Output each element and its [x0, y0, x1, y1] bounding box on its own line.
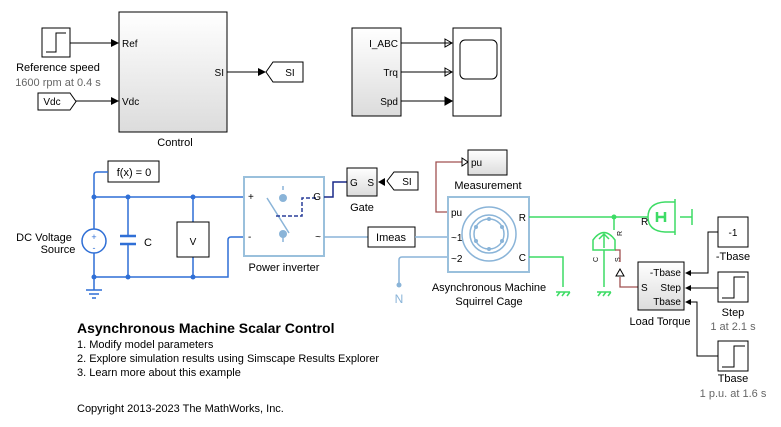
svg-text:Vdc: Vdc — [43, 97, 60, 108]
control-label: Control — [157, 137, 192, 149]
si-from-tag[interactable]: SI — [386, 171, 419, 191]
load-torque-block[interactable]: S -Tbase Step Tbase — [637, 261, 685, 311]
neutral-icon: N — [395, 292, 404, 306]
model-title: Asynchronous Machine Scalar Control — [77, 320, 335, 336]
svg-text:G: G — [313, 192, 321, 203]
ground-icon — [86, 289, 102, 299]
tbase-param: 1 p.u. at 1.6 s — [700, 388, 767, 400]
svg-text:+: + — [248, 192, 254, 203]
vdc-from-tag[interactable]: Vdc — [37, 92, 77, 111]
model-notes: Asynchronous Machine Scalar Control 1. M… — [77, 320, 379, 416]
load-torque-label: Load Torque — [630, 316, 691, 328]
copyright: Copyright 2013-2023 The MathWorks, Inc. — [77, 403, 284, 415]
load-input-signals[interactable] — [691, 231, 718, 357]
svg-text:pu: pu — [451, 208, 462, 219]
port-i-abc: I_ABC — [369, 39, 398, 50]
asynchronous-machine-block[interactable]: pu ~1 ~2 R C — [447, 196, 530, 273]
dc-source-label-2: Source — [41, 244, 76, 256]
power-inverter-block[interactable]: + - G ~ — [243, 176, 325, 257]
reference-speed-param: 1600 rpm at 0.4 s — [15, 77, 101, 89]
step-param: 1 at 2.1 s — [710, 321, 756, 333]
inertia-block[interactable] — [647, 199, 693, 235]
reference-speed-label: Reference speed — [16, 62, 100, 74]
scope-block[interactable] — [452, 27, 502, 117]
svg-text:S: S — [367, 178, 374, 189]
svg-text:Tbase: Tbase — [653, 297, 681, 308]
load-signal[interactable] — [619, 277, 638, 288]
svg-text:SI: SI — [402, 177, 411, 188]
svg-text:-Tbase: -Tbase — [650, 268, 682, 279]
gate-block[interactable]: G S — [346, 167, 378, 197]
voltmeter-block[interactable]: V — [176, 221, 210, 258]
gain-block[interactable]: -1 — [717, 216, 749, 248]
port-spd: Spd — [380, 97, 398, 108]
svg-text:C: C — [519, 253, 526, 264]
capacitor[interactable] — [120, 234, 136, 246]
dc-bus-wires[interactable] — [93, 171, 245, 290]
tbase-block[interactable] — [717, 340, 749, 372]
arrowheads — [444, 38, 454, 106]
dc-voltage-source[interactable]: + - — [81, 228, 107, 254]
arrowhead — [378, 178, 385, 186]
gate-label: Gate — [350, 202, 374, 214]
measurement-block[interactable]: pu — [467, 149, 508, 176]
svg-text:+: + — [91, 232, 96, 242]
ideal-torque-source[interactable]: C R S — [592, 231, 624, 262]
reference-speed-block[interactable] — [41, 27, 71, 58]
mechanical-wires[interactable] — [529, 216, 648, 287]
power-inverter-label: Power inverter — [249, 262, 320, 274]
svg-text:-1: -1 — [729, 228, 738, 239]
svg-text:~: ~ — [315, 232, 321, 243]
port-si: SI — [215, 68, 224, 79]
machine-phase-wires[interactable] — [398, 236, 448, 284]
svg-text:C: C — [593, 257, 600, 262]
gate-signal[interactable] — [324, 181, 347, 198]
machine-label-1: Asynchronous Machine — [432, 282, 546, 294]
step-label: Step — [722, 307, 745, 319]
svg-text:R: R — [519, 213, 526, 224]
port-vdc: Vdc — [122, 97, 139, 108]
torque-s-signal[interactable] — [615, 249, 621, 262]
si-goto-tag[interactable]: SI — [265, 61, 304, 83]
svg-text:-: - — [93, 243, 96, 253]
svg-text:R: R — [617, 231, 624, 236]
mechanical-ground-icons — [556, 291, 612, 297]
port-trq: Trq — [383, 68, 398, 79]
svg-text:Imeas: Imeas — [376, 232, 406, 244]
svg-text:S: S — [615, 257, 622, 262]
svg-text:SI: SI — [285, 68, 294, 79]
svg-text:S: S — [641, 283, 648, 294]
link-learn-more[interactable]: 3. Learn more about this example — [77, 367, 241, 379]
control-block[interactable] — [118, 11, 228, 133]
svg-text:-: - — [248, 232, 251, 243]
machine-label-2: Squirrel Cage — [455, 296, 522, 308]
svg-text:G: G — [350, 178, 358, 189]
solver-config-block[interactable]: f(x) = 0 — [107, 160, 160, 183]
port-ref: Ref — [122, 39, 138, 50]
measurement-demux-block[interactable] — [351, 27, 402, 117]
svg-text:Step: Step — [660, 283, 681, 294]
dc-source-label-1: DC Voltage — [16, 232, 72, 244]
imeas-tag[interactable]: Imeas — [367, 226, 416, 248]
gain-label: -Tbase — [716, 251, 750, 263]
link-explore-results[interactable]: 2. Explore simulation results using Sims… — [77, 353, 380, 365]
svg-text:V: V — [190, 237, 197, 248]
svg-text:f(x) = 0: f(x) = 0 — [117, 167, 152, 179]
pu-signal[interactable] — [435, 161, 462, 213]
svg-text:~2: ~2 — [451, 254, 463, 265]
link-modify-parameters[interactable]: 1. Modify model parameters — [77, 339, 214, 351]
tbase-label: Tbase — [718, 373, 749, 385]
svg-text:~1: ~1 — [451, 233, 463, 244]
svg-text:pu: pu — [471, 158, 482, 169]
measurement-label: Measurement — [454, 180, 521, 192]
step-block[interactable] — [717, 271, 749, 303]
scope-signals[interactable] — [401, 42, 452, 101]
inertia-port-r: R — [641, 217, 648, 228]
capacitor-label: C — [144, 237, 152, 249]
